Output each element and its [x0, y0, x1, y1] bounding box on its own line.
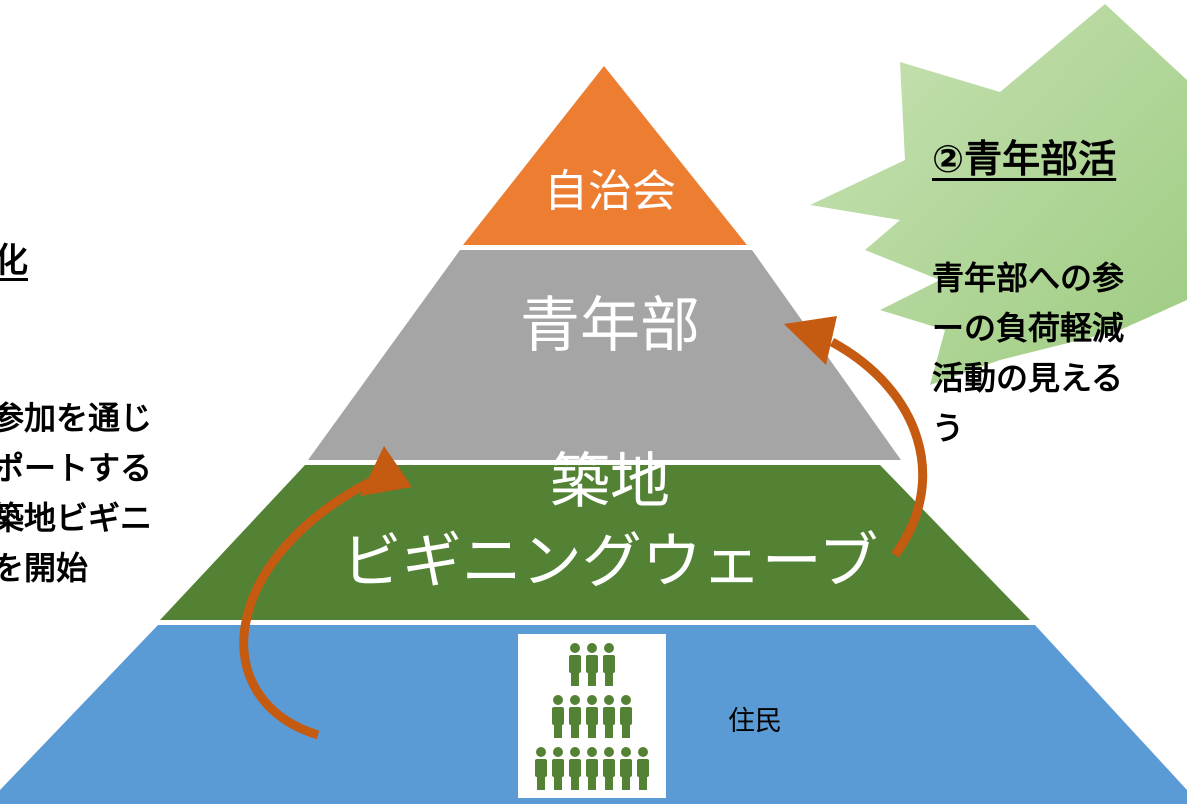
person-head [570, 695, 580, 705]
left-text-line-4: を開始 [0, 549, 89, 587]
starburst-shape [810, 4, 1187, 385]
pyramid-base-label: 住民 [728, 706, 782, 737]
person-head [604, 747, 614, 757]
person-head [587, 695, 597, 705]
pyramid-top-layer [463, 66, 747, 245]
left-text-line-1: 参加を通じ [0, 399, 153, 437]
person-head [570, 643, 580, 653]
pyramid-top-label: 自治会 [544, 166, 676, 217]
person-legs [571, 672, 579, 686]
right-arrowhead-icon [784, 316, 837, 365]
person-head [536, 747, 546, 757]
person-body [586, 707, 598, 725]
person-legs [622, 724, 630, 738]
person-legs [537, 776, 545, 790]
left-curved-arrow-icon [239, 478, 373, 740]
person-body [552, 707, 564, 725]
left-text-line-3: 築地ビギニ [0, 499, 153, 537]
person-legs [639, 776, 647, 790]
right-text-line-2: ーの負荷軽減 [932, 309, 1125, 347]
left-arrowhead-icon [360, 446, 412, 496]
person-head [604, 643, 614, 653]
left-text-line-2: ポートする [0, 449, 153, 487]
person-body [603, 759, 615, 777]
right-text-line-3: 活動の見える [932, 359, 1124, 397]
person-legs [554, 724, 562, 738]
person-legs [588, 724, 596, 738]
person-legs [605, 724, 613, 738]
person-body [569, 707, 581, 725]
person-head [621, 747, 631, 757]
pyramid-third-label-line2: ビギニングウェーブ [341, 527, 879, 597]
right-curved-arrow-icon [829, 338, 928, 558]
person-body [620, 759, 632, 777]
person-head [553, 695, 563, 705]
person-body [637, 759, 649, 777]
person-legs [571, 776, 579, 790]
person-head [570, 747, 580, 757]
pyramid-third-label-line1: 築地 [550, 447, 670, 517]
person-head [553, 747, 563, 757]
person-body [603, 707, 615, 725]
pyramid-third-layer [160, 465, 1030, 620]
person-body [569, 655, 581, 673]
pyramid-second-layer [308, 250, 901, 460]
people-crowd-icon [518, 634, 666, 798]
person-head [587, 747, 597, 757]
person-head [621, 695, 631, 705]
right-heading: ②青年部活 [932, 137, 1117, 181]
person-head [587, 643, 597, 653]
person-head [604, 695, 614, 705]
person-body [620, 707, 632, 725]
person-body [586, 759, 598, 777]
person-legs [605, 672, 613, 686]
left-heading: 性化 [0, 241, 28, 281]
person-body [603, 655, 615, 673]
person-legs [571, 724, 579, 738]
person-legs [588, 672, 596, 686]
person-body [552, 759, 564, 777]
pyramid-second-label: 青年部 [520, 291, 700, 361]
person-body [586, 655, 598, 673]
person-legs [605, 776, 613, 790]
person-legs [622, 776, 630, 790]
right-text-line-4: う [932, 409, 965, 447]
person-legs [588, 776, 596, 790]
person-head [638, 747, 648, 757]
person-body [535, 759, 547, 777]
person-legs [554, 776, 562, 790]
right-text-line-1: 青年部への参 [932, 259, 1125, 297]
person-body [569, 759, 581, 777]
